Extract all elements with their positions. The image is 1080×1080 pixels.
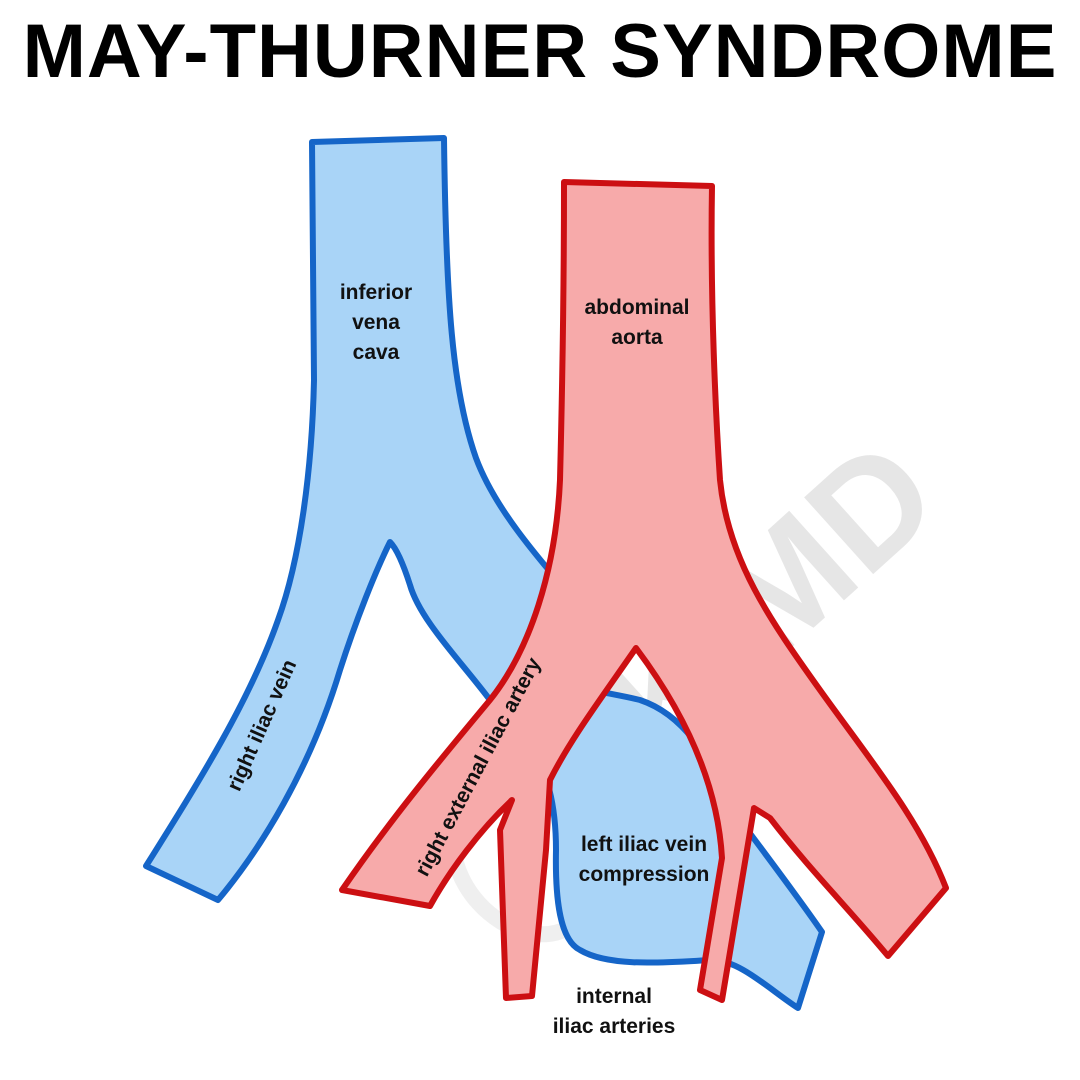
label-aorta: abdominal aorta — [584, 296, 689, 349]
label-ivc-line-2: vena — [352, 311, 400, 334]
label-compression-line-2: compression — [579, 863, 710, 886]
page-title: MAY-THURNER SYNDROME — [22, 9, 1058, 94]
label-ivc-line-1: inferior — [340, 281, 412, 304]
label-compression-line-1: left iliac vein — [581, 833, 707, 856]
left-iliac-vein — [517, 652, 825, 1011]
inferior-vena-cava — [143, 135, 603, 903]
label-aorta-line-2: aorta — [611, 326, 663, 349]
label-internal-line-2: iliac arteries — [553, 1015, 676, 1038]
label-internal-iliac-arteries: internal iliac arteries — [553, 985, 676, 1038]
label-internal-line-1: internal — [576, 985, 652, 1008]
label-ivc-line-3: cava — [353, 341, 400, 364]
label-ivc: inferior vena cava — [340, 281, 412, 364]
label-aorta-line-1: abdominal — [584, 296, 689, 319]
abdominal-aorta — [339, 179, 949, 1003]
label-left-iliac-vein-compression: left iliac vein compression — [579, 833, 710, 886]
